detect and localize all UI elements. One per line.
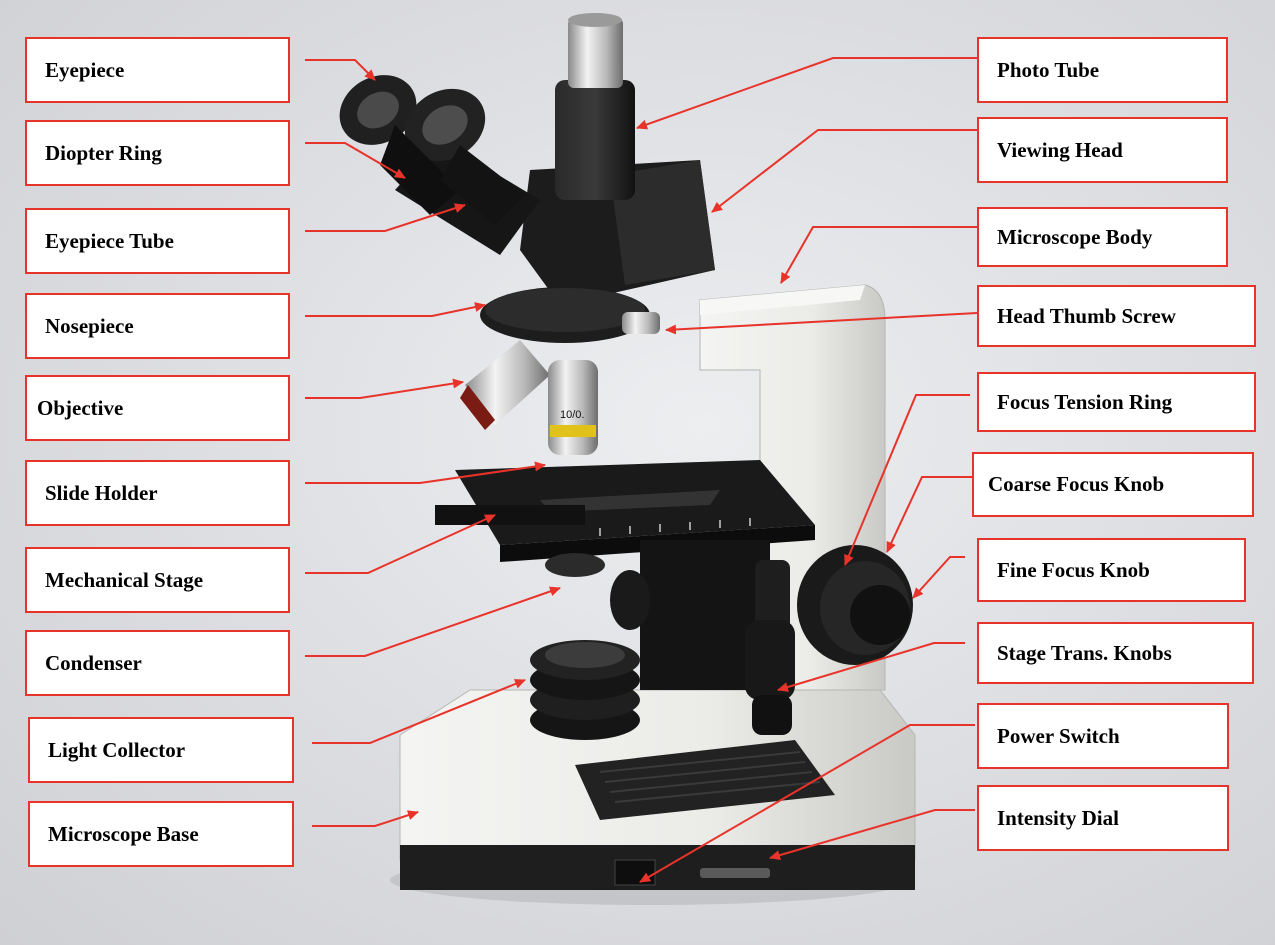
label-objective: Objective (25, 375, 290, 441)
label-intensity-dial-text: Intensity Dial (997, 806, 1119, 831)
objective-marking: 10/0. (560, 409, 584, 421)
microscope-base (390, 690, 915, 905)
label-diopter-ring: Diopter Ring (25, 120, 290, 186)
arrow-fine-focus-knob (913, 557, 965, 598)
label-microscope-body-text: Microscope Body (997, 225, 1152, 250)
label-slide-holder: Slide Holder (25, 460, 290, 526)
arrow-photo-tube (637, 58, 977, 128)
arrow-microscope-body (781, 227, 977, 283)
label-mechanical-stage: Mechanical Stage (25, 547, 290, 613)
label-condenser-text: Condenser (45, 651, 142, 676)
label-fine-focus-knob-text: Fine Focus Knob (997, 558, 1150, 583)
arrow-coarse-focus-knob (887, 477, 972, 552)
label-condenser: Condenser (25, 630, 290, 696)
label-microscope-base-text: Microscope Base (48, 822, 199, 847)
label-photo-tube-text: Photo Tube (997, 58, 1099, 83)
arrow-viewing-head (712, 130, 977, 212)
label-microscope-body: Microscope Body (977, 207, 1228, 267)
arrow-eyepiece (305, 60, 375, 80)
label-coarse-focus-knob-text: Coarse Focus Knob (988, 472, 1164, 497)
viewing-head (327, 13, 715, 343)
label-fine-focus-knob: Fine Focus Knob (977, 538, 1246, 602)
label-eyepiece-tube: Eyepiece Tube (25, 208, 290, 274)
label-viewing-head: Viewing Head (977, 117, 1228, 183)
label-focus-tension-ring-text: Focus Tension Ring (997, 390, 1172, 415)
label-mechanical-stage-text: Mechanical Stage (45, 568, 203, 593)
label-nosepiece-text: Nosepiece (45, 314, 134, 339)
label-diopter-ring-text: Diopter Ring (45, 141, 162, 166)
label-light-collector-text: Light Collector (48, 738, 185, 763)
label-photo-tube: Photo Tube (977, 37, 1228, 103)
label-power-switch: Power Switch (977, 703, 1229, 769)
label-head-thumb-screw-text: Head Thumb Screw (997, 304, 1176, 329)
light-collector (530, 640, 640, 740)
label-stage-trans-knobs: Stage Trans. Knobs (977, 622, 1254, 684)
label-focus-tension-ring: Focus Tension Ring (977, 372, 1256, 432)
label-intensity-dial: Intensity Dial (977, 785, 1229, 851)
label-coarse-focus-knob: Coarse Focus Knob (972, 452, 1254, 517)
label-eyepiece: Eyepiece (25, 37, 290, 103)
objectives: 10/0. (460, 340, 598, 455)
label-objective-text: Objective (37, 396, 123, 421)
label-eyepiece-tube-text: Eyepiece Tube (45, 229, 174, 254)
arrow-nosepiece (305, 305, 485, 316)
label-slide-holder-text: Slide Holder (45, 481, 158, 506)
label-nosepiece: Nosepiece (25, 293, 290, 359)
label-light-collector: Light Collector (28, 717, 294, 783)
focus-knobs-shape (797, 545, 913, 665)
label-viewing-head-text: Viewing Head (997, 138, 1123, 163)
arrow-objective (305, 382, 463, 398)
label-eyepiece-text: Eyepiece (45, 58, 124, 83)
label-power-switch-text: Power Switch (997, 724, 1120, 749)
label-head-thumb-screw: Head Thumb Screw (977, 285, 1256, 347)
label-stage-trans-knobs-text: Stage Trans. Knobs (997, 641, 1172, 666)
label-microscope-base: Microscope Base (28, 801, 294, 867)
arrow-condenser (305, 588, 560, 656)
